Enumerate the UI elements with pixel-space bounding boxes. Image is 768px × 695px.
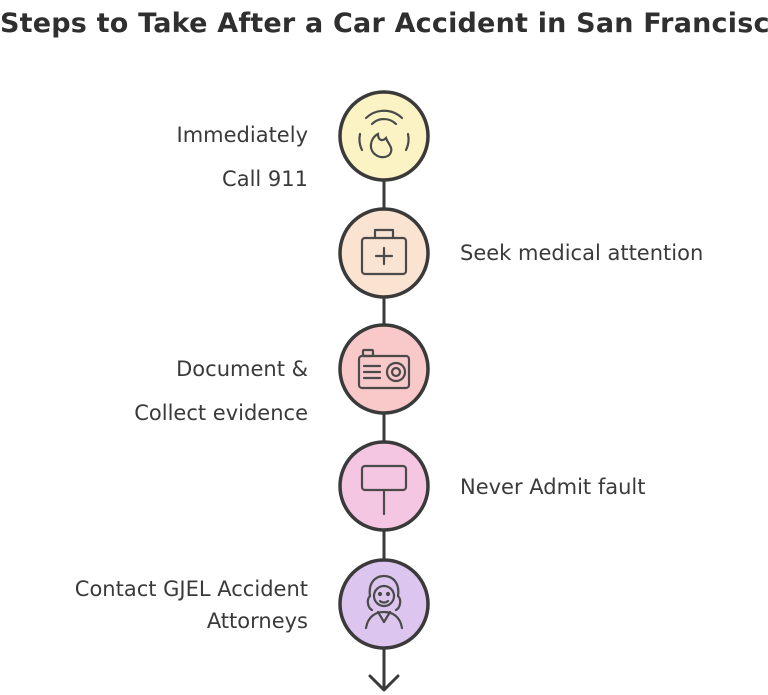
step-1-label: Immediately Call 911 [177,113,308,201]
step-2-label: Seek medical attention [460,231,703,275]
step-5-label-line-2: Attorneys [206,609,308,633]
arrow-down-icon [368,674,400,692]
step-1-label-line-2: Call 911 [222,167,308,191]
step-3-label-line-1: Document & [176,357,308,381]
step-4-label: Never Admit fault [460,465,645,509]
step-2-label-line-1: Seek medical attention [460,241,704,265]
step-1-label-line-1: Immediately [176,123,308,147]
step-3-node [338,323,430,415]
step-1-node [338,90,430,182]
step-5-label: Contact GJEL Accident Attorneys [75,573,308,637]
medical-kit-icon [360,228,408,276]
sign-post-icon [360,464,408,516]
step-5-node [338,558,430,650]
phone-ring-icon [358,109,410,159]
camera-icon [357,348,411,390]
attorney-icon [364,574,404,630]
step-5-label-line-1: Contact GJEL Accident [74,577,308,601]
step-2-node [338,207,430,299]
step-3-label: Document & Collect evidence [134,347,308,435]
step-4-node [338,440,430,532]
step-4-label-line-1: Never Admit fault [460,475,646,499]
step-3-label-line-2: Collect evidence [134,401,308,425]
page-title: Steps to Take After a Car Accident in Sa… [0,8,768,39]
